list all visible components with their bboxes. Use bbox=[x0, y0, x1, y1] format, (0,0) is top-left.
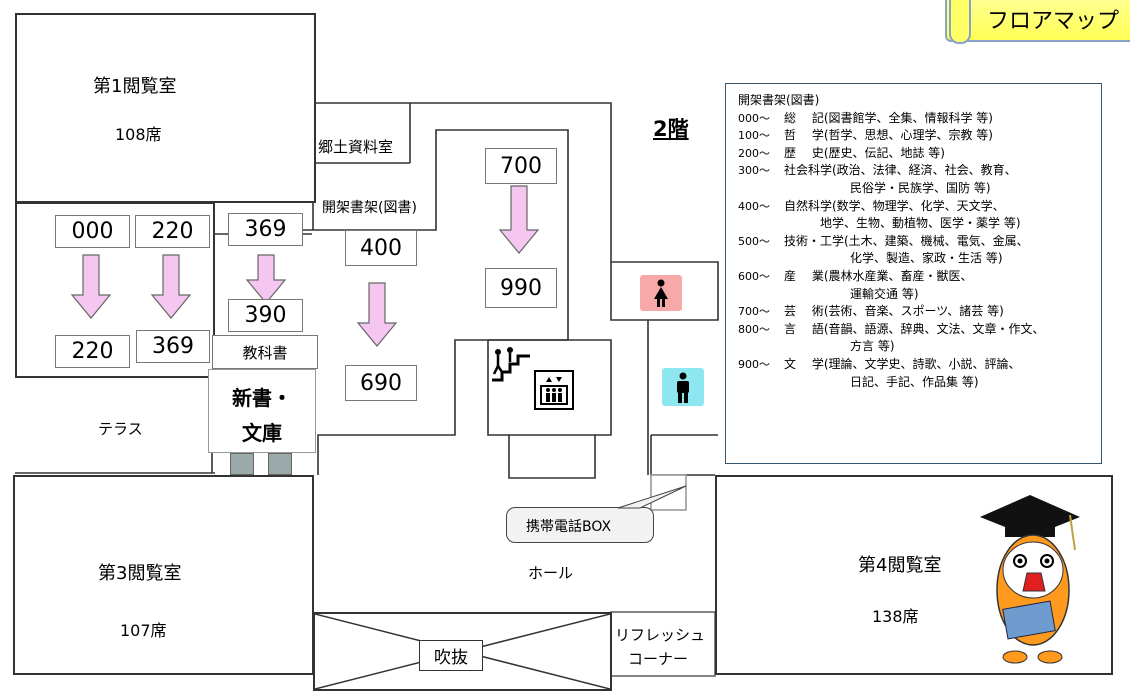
legend-text: 運輸交通 等) bbox=[850, 286, 919, 301]
legend-text: 方言 等) bbox=[850, 339, 895, 354]
legend-text: 哲 学(哲学、思想、心理学、宗教 等) bbox=[784, 128, 993, 143]
atrium: 吹抜 bbox=[313, 612, 612, 691]
legend-text: 技術・工学(土木、建築、機械、電気、金属、 bbox=[784, 233, 1029, 248]
legend-code: 200〜 bbox=[738, 146, 770, 160]
legend-entry: 100〜哲 学(哲学、思想、心理学、宗教 等) bbox=[738, 127, 1101, 145]
man-restroom-icon bbox=[662, 368, 704, 406]
floor-map-title: フロアマップ bbox=[987, 9, 1120, 34]
reading-room-4-seats: 138席 bbox=[872, 607, 919, 626]
legend-code: 900〜 bbox=[738, 357, 770, 371]
reading-room-3-name: 第3閲覧室 bbox=[98, 563, 182, 584]
legend-code: 000〜 bbox=[738, 111, 770, 125]
reading-room-4-name: 第4閲覧室 bbox=[858, 555, 942, 576]
shelf-700: 700 bbox=[485, 148, 557, 184]
legend-entry: 地学、生物、動植物、医学・薬学 等) bbox=[738, 215, 1101, 233]
legend-text: 文 学(理論、文学史、詩歌、小説、評論、 bbox=[784, 356, 1021, 371]
legend-text: 民俗学・民族学、国防 等) bbox=[850, 180, 991, 195]
stairs-icon bbox=[490, 346, 532, 382]
floor-label: 2階 bbox=[653, 117, 689, 141]
terrace-label: テラス bbox=[98, 420, 143, 438]
shelf-369-top: 369 bbox=[228, 213, 303, 246]
legend-text: 芸 術(芸術、音楽、スポーツ、諸芸 等) bbox=[784, 304, 1004, 319]
legend-code: 600〜 bbox=[738, 269, 770, 283]
shelf-000: 000 bbox=[55, 215, 130, 248]
classification-legend: 開架書架(図書) 000〜総 記(図書館学、全集、情報科学 等)100〜哲 学(… bbox=[725, 83, 1102, 464]
legend-entry: 200〜歴 史(歴史、伝記、地誌 等) bbox=[738, 145, 1101, 163]
shelf-unit-right bbox=[268, 453, 292, 475]
legend-text: 地学、生物、動植物、医学・薬学 等) bbox=[820, 216, 1021, 231]
open-shelves-label: 開架書架(図書) bbox=[322, 200, 417, 216]
legend-entry: 000〜総 記(図書館学、全集、情報科学 等) bbox=[738, 110, 1101, 128]
shelf-220-bottom: 220 bbox=[55, 335, 130, 368]
local-materials-room: 郷土資料室 bbox=[318, 138, 394, 156]
legend-code: 400〜 bbox=[738, 199, 770, 213]
legend-code: 100〜 bbox=[738, 129, 770, 143]
floor-map-badge: フロアマップ bbox=[945, 0, 1130, 44]
legend-entry: 方言 等) bbox=[738, 338, 1101, 356]
legend-text: 言 語(音韻、語源、辞典、文法、文章・作文、 bbox=[784, 321, 1045, 336]
shelf-unit-left bbox=[230, 453, 254, 475]
reading-room-1-name: 第1閲覧室 bbox=[93, 76, 177, 97]
shinsho-line-2: 文庫 bbox=[242, 421, 282, 445]
woman-restroom-icon bbox=[640, 275, 682, 311]
arrow-d bbox=[356, 282, 398, 347]
legend-code: 300〜 bbox=[738, 164, 770, 178]
legend-entry: 600〜産 業(農林水産業、畜産・獣医、 bbox=[738, 268, 1101, 286]
legend-entry: 日記、手記、作品集 等) bbox=[738, 374, 1101, 392]
shelf-390: 390 bbox=[228, 299, 303, 332]
mascot-bird-icon bbox=[975, 495, 1095, 670]
legend-text: 産 業(農林水産業、畜産・獣医、 bbox=[784, 268, 973, 283]
elevator-icon bbox=[534, 370, 574, 410]
arrow-e bbox=[498, 185, 540, 254]
shinsho-bunko-label: 新書・ 文庫 bbox=[208, 369, 316, 453]
legend-entry: 500〜技術・工学(土木、建築、機械、電気、金属、 bbox=[738, 233, 1101, 251]
legend-entry: 300〜社会科学(政治、法律、経済、社会、教育、 bbox=[738, 162, 1101, 180]
reading-room-3: 第3閲覧室 107席 bbox=[13, 475, 314, 675]
shelf-400: 400 bbox=[345, 230, 417, 266]
legend-text: 歴 史(歴史、伝記、地誌 等) bbox=[784, 145, 945, 160]
legend-title: 開架書架(図書) bbox=[738, 93, 820, 107]
reading-room-3-seats: 107席 bbox=[120, 621, 167, 640]
atrium-label: 吹抜 bbox=[419, 640, 483, 671]
legend-entry: 化学、製造、家政・生活 等) bbox=[738, 250, 1101, 268]
legend-text: 日記、手記、作品集 等) bbox=[850, 374, 979, 389]
legend-text: 化学、製造、家政・生活 等) bbox=[850, 251, 1003, 266]
shelf-369-bottom: 369 bbox=[136, 330, 210, 363]
reading-room-1: 第1閲覧室 108席 bbox=[15, 13, 316, 203]
arrow-b bbox=[150, 254, 192, 319]
legend-entry: 400〜自然科学(数学、物理学、化学、天文学、 bbox=[738, 198, 1101, 216]
phone-box-callout: 携帯電話BOX bbox=[506, 507, 654, 543]
phone-box-label: 携帯電話BOX bbox=[526, 519, 612, 535]
legend-entry: 700〜芸 術(芸術、音楽、スポーツ、諸芸 等) bbox=[738, 303, 1101, 321]
legend-entry: 800〜言 語(音韻、語源、辞典、文法、文章・作文、 bbox=[738, 321, 1101, 339]
hall-label: ホール bbox=[528, 564, 574, 582]
legend-code: 500〜 bbox=[738, 234, 770, 248]
scroll-icon bbox=[949, 0, 971, 44]
legend-code: 700〜 bbox=[738, 305, 770, 319]
arrow-c bbox=[245, 254, 287, 304]
reading-room-1-seats: 108席 bbox=[115, 125, 162, 144]
refresh-corner-label-2: コーナー bbox=[628, 650, 689, 668]
arrow-a bbox=[70, 254, 112, 319]
shinsho-line-1: 新書・ bbox=[232, 386, 292, 410]
legend-text: 自然科学(数学、物理学、化学、天文学、 bbox=[784, 198, 1005, 213]
legend-entry: 運輸交通 等) bbox=[738, 286, 1101, 304]
refresh-corner-label-1: リフレッシュ bbox=[615, 626, 706, 644]
legend-text: 社会科学(政治、法律、経済、社会、教育、 bbox=[784, 163, 1017, 178]
legend-entry: 民俗学・民族学、国防 等) bbox=[738, 180, 1101, 198]
shelf-690: 690 bbox=[345, 365, 417, 401]
legend-entry: 900〜文 学(理論、文学史、詩歌、小説、評論、 bbox=[738, 356, 1101, 374]
shelf-220-top: 220 bbox=[135, 215, 210, 248]
legend-rows: 000〜総 記(図書館学、全集、情報科学 等)100〜哲 学(哲学、思想、心理学… bbox=[738, 110, 1101, 392]
textbooks-label: 教科書 bbox=[212, 335, 318, 369]
legend-text: 総 記(図書館学、全集、情報科学 等) bbox=[784, 110, 993, 125]
shelf-990: 990 bbox=[485, 268, 557, 308]
legend-code: 800〜 bbox=[738, 322, 770, 336]
